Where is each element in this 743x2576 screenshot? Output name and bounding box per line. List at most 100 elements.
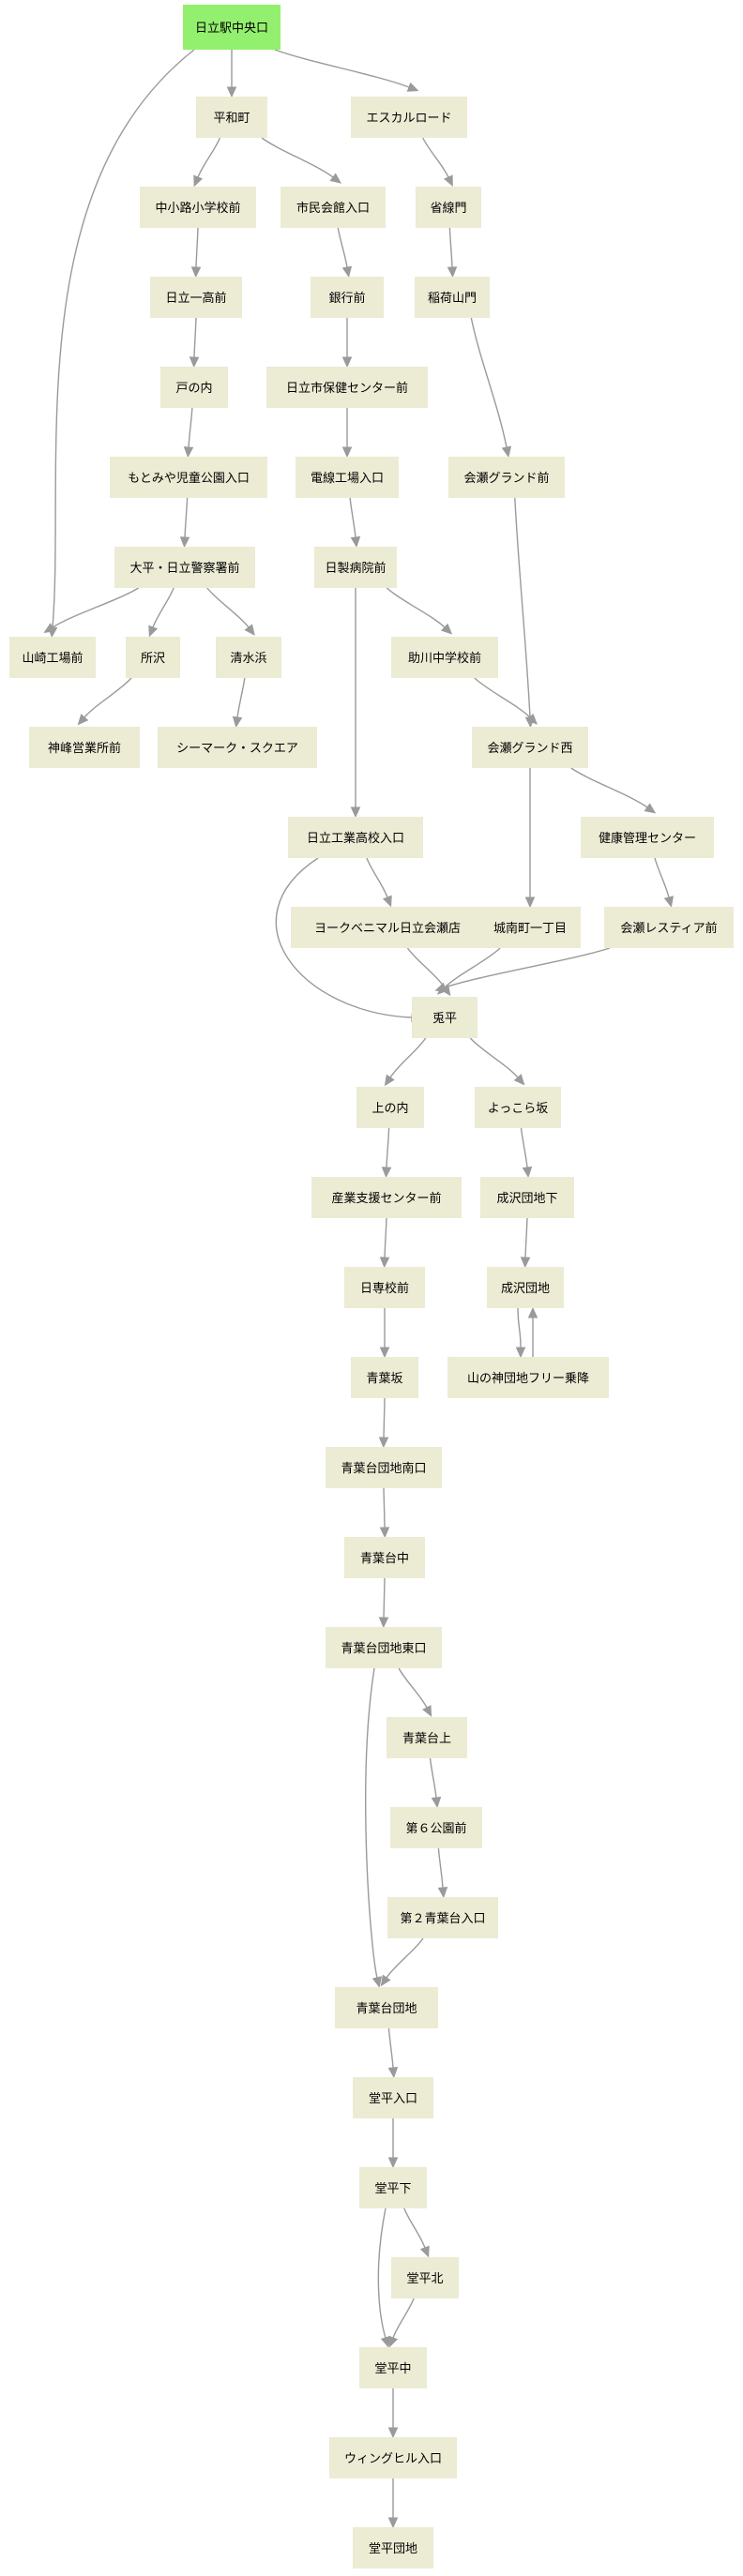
stop-label: 清水浜 <box>230 652 266 666</box>
edge-n48-n49 <box>387 2478 399 2529</box>
edge-line <box>406 947 446 988</box>
edge-arrowhead <box>378 1617 389 1629</box>
edge-line <box>188 407 193 448</box>
stop-node: 青葉台中 <box>344 1537 425 1578</box>
edge-arrowhead <box>522 1166 533 1179</box>
edge-n30-n32 <box>520 1127 533 1179</box>
edge-n15-n19 <box>386 587 453 635</box>
stop-node: 堂平下 <box>359 2167 427 2208</box>
stop-box <box>114 547 255 588</box>
edge-line <box>474 677 531 718</box>
stop-label: 戸の内 <box>175 381 212 396</box>
stop-label: 青葉台団地南口 <box>341 1461 426 1476</box>
stop-label: 青葉台上 <box>402 1732 451 1746</box>
edge-line <box>261 137 334 178</box>
edge-n14-n18 <box>206 587 255 636</box>
stop-box <box>448 457 565 498</box>
edge-arrowhead <box>350 535 361 549</box>
edge-n45-n46 <box>403 2207 430 2258</box>
edge-line <box>349 497 356 538</box>
stop-label: 兎平 <box>432 1012 457 1026</box>
stop-label: 神峰営業所前 <box>48 741 121 756</box>
edge-arrowhead <box>379 1527 390 1539</box>
stop-node: 青葉台団地東口 <box>326 1627 442 1668</box>
edge-arrowhead <box>179 536 190 549</box>
edge-arrowhead <box>644 803 657 814</box>
stop-box <box>266 367 428 408</box>
stop-label: 上の内 <box>372 1101 408 1116</box>
edge-line <box>386 1127 390 1168</box>
stop-box <box>314 547 397 588</box>
stop-label: 市民会館入口 <box>296 201 370 216</box>
stop-box <box>475 1087 561 1128</box>
stop-label: 成沢団地下 <box>496 1192 557 1206</box>
stop-box <box>359 2347 427 2388</box>
stop-node: 中小路小学校前 <box>140 187 256 228</box>
stop-box <box>311 1177 462 1218</box>
edge-arrowhead <box>148 625 159 638</box>
edge-arrowhead <box>379 1347 390 1359</box>
stop-node: 堂平団地 <box>353 2527 433 2568</box>
edge-n29-n31 <box>381 1127 392 1179</box>
edge-arrowhead <box>380 1974 391 1987</box>
stop-node: 日立工業高校入口 <box>288 817 423 858</box>
edge-n42-n43 <box>380 1937 424 1987</box>
edge-arrowhead <box>382 895 392 908</box>
edge-n36-n34 <box>527 1306 538 1357</box>
node-layer: 日立駅中央口平和町エスカルロード中小路小学校前市民会館入口省線門日立一高前銀行前… <box>9 5 734 2568</box>
stop-node: エスカルロード <box>351 97 467 138</box>
stop-node: 健康管理センター <box>581 817 714 858</box>
stop-label: 日立工業高校入口 <box>307 831 404 846</box>
edge-n40-n41 <box>429 1757 442 1809</box>
edge-n39-n43 <box>365 1667 383 1988</box>
stop-node: 清水浜 <box>216 637 281 678</box>
edge-line <box>83 677 132 718</box>
edge-arrowhead <box>378 1437 389 1449</box>
edge-n11-n14 <box>179 497 190 549</box>
stop-node: 青葉台団地南口 <box>326 1447 442 1488</box>
edge-n14-n17 <box>148 587 174 638</box>
stop-box <box>353 2077 433 2118</box>
stop-label: よっこら坂 <box>488 1102 549 1116</box>
stop-label: 城南町一丁目 <box>493 921 567 936</box>
edge-n32-n34 <box>520 1217 531 1269</box>
stop-node: 平和町 <box>196 97 267 138</box>
stop-label: 助川中学校前 <box>408 651 481 666</box>
edge-arrowhead <box>341 446 353 459</box>
edge-n44-n45 <box>387 2118 399 2169</box>
edge-arrowhead <box>422 1705 432 1717</box>
edge-arrowhead <box>183 446 194 459</box>
stop-box <box>344 1537 425 1578</box>
stop-node: 日立一高前 <box>150 277 242 318</box>
stop-box <box>126 637 180 678</box>
edge-line <box>524 1217 528 1258</box>
edge-line <box>52 587 140 628</box>
stop-box <box>9 637 96 678</box>
stop-label: 第２青葉台入口 <box>400 1912 485 1926</box>
edge-arrowhead <box>663 896 675 908</box>
edge-arrowhead <box>431 1796 442 1809</box>
stop-node: ウィングヒル入口 <box>329 2437 457 2478</box>
edge-line <box>398 1667 428 1709</box>
stop-box <box>391 637 498 678</box>
edge-arrowhead <box>372 1976 383 1988</box>
stop-node: シーマーク・スクエア <box>158 727 317 768</box>
stop-label: 健康管理センター <box>599 831 696 846</box>
edge-n23-n25 <box>366 857 392 908</box>
stop-box <box>291 907 484 948</box>
stop-box <box>196 97 267 138</box>
stop-label: ウィングヒル入口 <box>344 2452 442 2466</box>
stop-node: 大平・日立警察署前 <box>114 547 255 588</box>
edge-n38-n39 <box>378 1577 389 1629</box>
edge-n35-n37 <box>378 1397 389 1449</box>
edge-line <box>654 857 670 898</box>
edge-n24-n27 <box>654 857 675 908</box>
edge-line <box>275 857 413 1018</box>
stop-label: 会瀬グランド西 <box>487 742 572 756</box>
stop-node: 堂平北 <box>391 2257 459 2298</box>
stop-node: 成沢団地下 <box>480 1177 574 1218</box>
edge-n8-n13 <box>470 317 512 458</box>
stop-label: 銀行前 <box>328 291 365 306</box>
edge-n4-n7 <box>337 227 353 279</box>
edge-arrowhead <box>341 356 353 369</box>
